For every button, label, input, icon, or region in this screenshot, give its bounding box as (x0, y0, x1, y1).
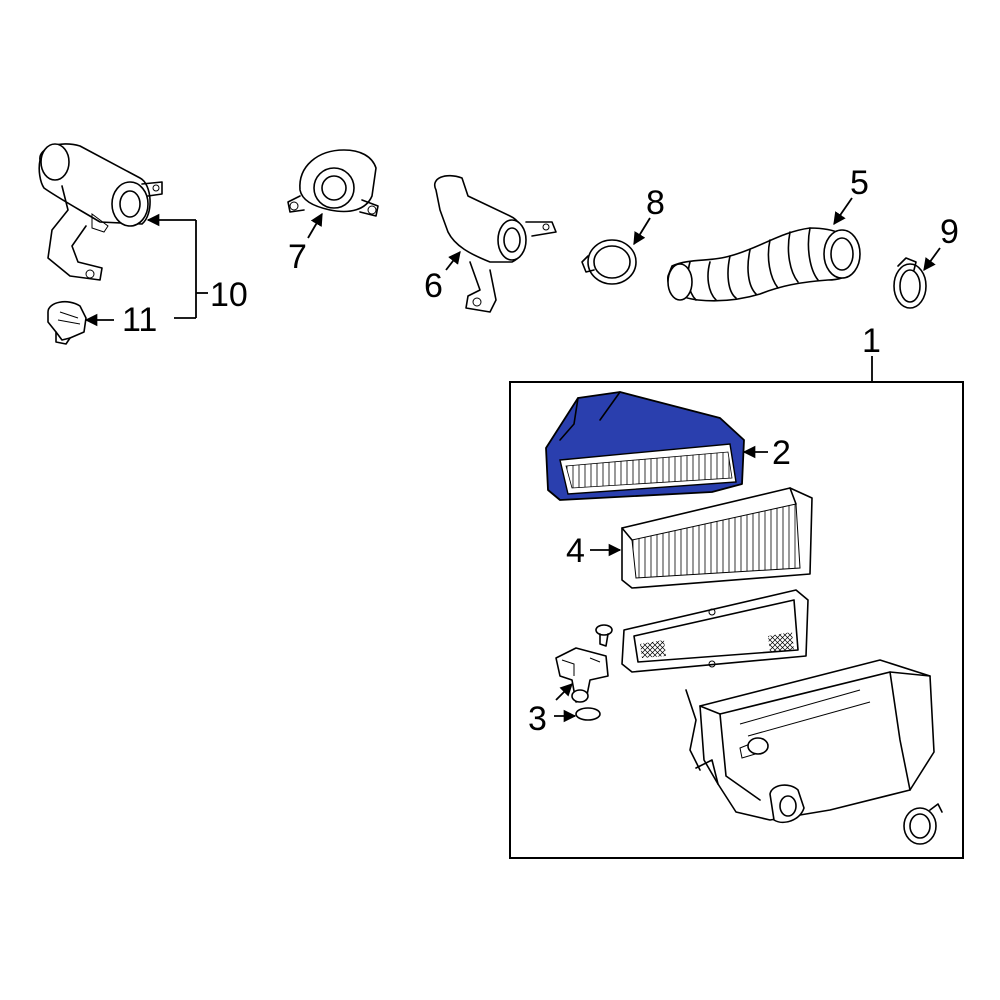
callout-5: 5 (850, 164, 869, 202)
callout-3: 3 (528, 700, 547, 738)
screw (595, 624, 613, 647)
callout-11: 11 (122, 301, 157, 339)
part-10-intake-duct[interactable] (38, 143, 163, 281)
lower-case (685, 659, 935, 824)
callout-4: 4 (566, 532, 585, 570)
part-2-housing-cover[interactable] (545, 391, 745, 501)
part-9-small-clamp[interactable] (893, 257, 927, 309)
callout-10: 10 (210, 276, 248, 314)
callout-9: 9 (940, 213, 959, 251)
part-4-air-filter[interactable] (621, 487, 813, 589)
callout-2: 2 (772, 434, 791, 472)
callout-6: 6 (424, 267, 443, 305)
part-7-elbow-duct[interactable] (287, 149, 379, 217)
assembly-box (509, 381, 964, 859)
part-11-sensor[interactable] (47, 300, 87, 345)
leader-lines (84, 197, 941, 723)
part-8-hose-clamp[interactable] (581, 239, 637, 285)
callout-1: 1 (862, 322, 881, 360)
part-5-intake-hose[interactable] (667, 227, 861, 302)
case-clamp (903, 803, 943, 845)
callout-7: 7 (288, 238, 307, 276)
part-3-airflow-sensor[interactable] (555, 647, 609, 721)
filter-plate (621, 589, 809, 673)
callout-8: 8 (646, 184, 665, 222)
part-6-intake-housing[interactable] (433, 174, 557, 313)
